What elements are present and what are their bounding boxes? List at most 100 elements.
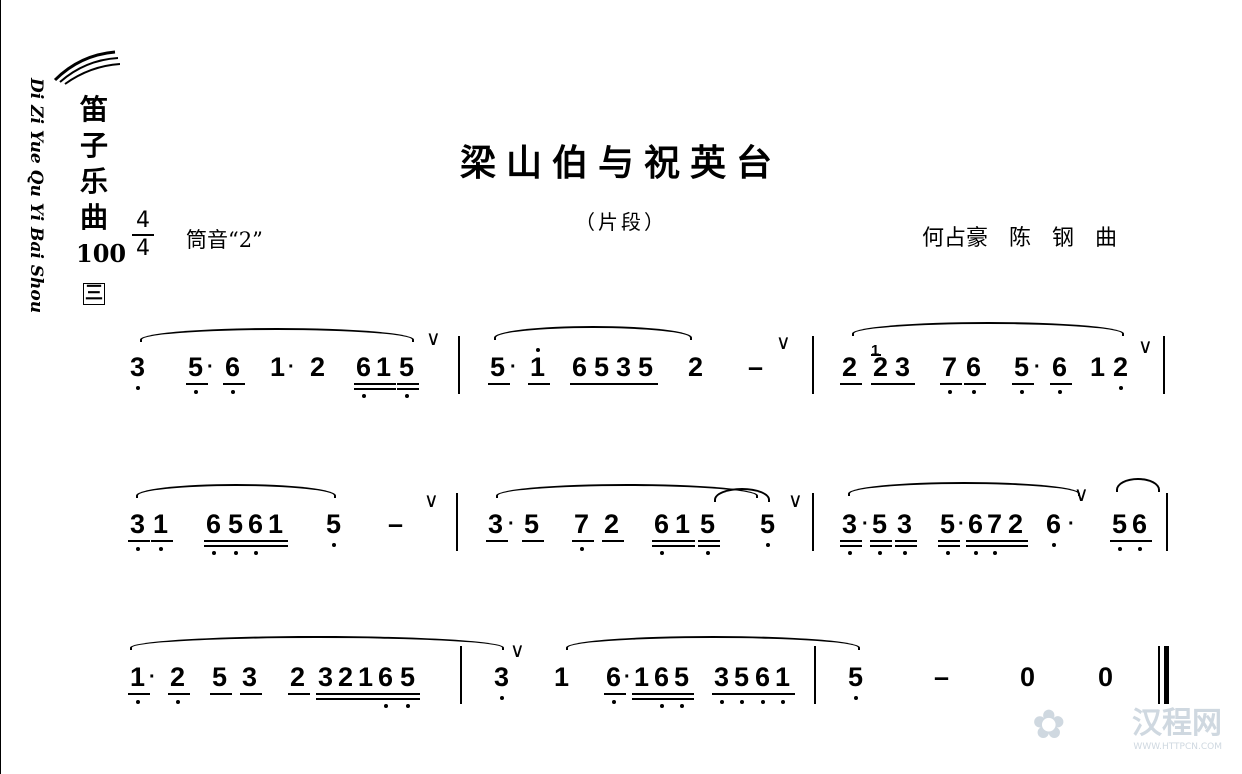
beam-underline — [1050, 383, 1072, 385]
note: 0 — [1020, 662, 1036, 692]
note: 6 — [968, 509, 984, 539]
note: 1 — [530, 352, 546, 382]
slur-arc — [136, 484, 336, 498]
slur-arc — [140, 328, 414, 342]
beam-underline — [354, 388, 376, 390]
beam-underline — [374, 388, 396, 390]
beam-underline — [266, 545, 288, 547]
low-octave-dot — [254, 551, 258, 555]
low-octave-dot — [1058, 390, 1062, 394]
low-octave-dot — [1052, 543, 1056, 547]
beam-underline — [316, 693, 338, 695]
slur-arc — [848, 482, 1080, 496]
note: 6 — [1132, 509, 1148, 539]
beam-underline — [673, 540, 695, 542]
beam-underline — [316, 698, 338, 700]
beam-underline — [266, 540, 288, 542]
bar-line — [1163, 336, 1165, 394]
beam-underline — [204, 540, 226, 542]
beam-underline — [602, 540, 624, 542]
beam-underline — [964, 383, 986, 385]
low-octave-dot — [993, 551, 997, 555]
low-octave-dot — [136, 700, 140, 704]
low-octave-dot — [761, 700, 765, 704]
low-octave-dot — [974, 551, 978, 555]
watermark: 汉程网 WWW.HTTPCN.COM — [1132, 706, 1222, 752]
low-octave-dot — [948, 390, 952, 394]
beam-underline — [204, 545, 226, 547]
song-subtitle: （片段） — [575, 210, 667, 234]
beam-underline — [1110, 540, 1132, 542]
note: 1 — [376, 352, 392, 382]
beam-underline — [652, 540, 674, 542]
low-octave-dot — [405, 394, 409, 398]
note: 2 — [873, 352, 889, 382]
note: 6 — [225, 352, 241, 382]
note: 3 — [895, 352, 911, 382]
dash-extension: – — [748, 352, 764, 382]
note: 1 — [270, 352, 286, 382]
low-octave-dot — [1138, 547, 1142, 551]
slur-arc — [714, 488, 770, 502]
beam-underline — [940, 383, 962, 385]
beam-underline — [186, 383, 208, 385]
beam-underline — [592, 383, 614, 385]
beam-underline — [840, 540, 862, 542]
bar-line — [814, 646, 816, 704]
note: 3 — [488, 509, 504, 539]
low-octave-dot — [136, 547, 140, 551]
note: 2 — [310, 352, 326, 382]
note: 2 — [842, 352, 858, 382]
note: 2 — [338, 662, 354, 692]
beam-underline — [732, 693, 754, 695]
note: 5 — [638, 352, 654, 382]
note: 6 — [1046, 509, 1062, 539]
beam-underline — [773, 693, 795, 695]
dash-extension: – — [934, 662, 950, 692]
beam-underline — [652, 545, 674, 547]
beam-underline — [614, 383, 636, 385]
bar-line — [1166, 493, 1168, 551]
beam-underline — [1006, 545, 1028, 547]
low-octave-dot — [660, 704, 664, 708]
low-octave-dot — [972, 390, 976, 394]
low-octave-dot — [406, 704, 410, 708]
final-bar-thick — [1164, 646, 1169, 704]
note: 6 — [606, 662, 622, 692]
breath-mark: ∨ — [426, 326, 441, 350]
bar-line — [460, 646, 462, 704]
low-octave-dot — [854, 696, 858, 700]
time-signature-bottom: 4 — [136, 236, 150, 261]
bar-line — [456, 493, 458, 551]
dash-extension: – — [388, 509, 404, 539]
beam-underline — [223, 383, 245, 385]
note: 5 — [674, 662, 690, 692]
beam-underline — [128, 540, 150, 542]
beam-underline — [486, 540, 508, 542]
note: 6 — [356, 352, 372, 382]
slur-arc — [566, 636, 860, 650]
note: 7 — [574, 509, 590, 539]
note: 2 — [170, 662, 186, 692]
note: 6 — [378, 662, 394, 692]
flute-tuning: 筒音“2” — [186, 228, 263, 252]
augmentation-dot: · — [1068, 513, 1075, 535]
low-octave-dot — [159, 547, 163, 551]
low-octave-dot — [660, 551, 664, 555]
low-octave-dot — [231, 390, 235, 394]
note: 3 — [318, 662, 334, 692]
beam-underline — [840, 545, 862, 547]
beam-underline — [354, 383, 376, 385]
note: 5 — [400, 662, 416, 692]
low-octave-dot — [612, 700, 616, 704]
beam-underline — [632, 693, 654, 695]
beam-underline — [168, 693, 190, 695]
note: 1 — [675, 509, 691, 539]
beam-underline — [226, 545, 248, 547]
beam-underline — [870, 545, 892, 547]
beam-underline — [985, 545, 1007, 547]
low-octave-dot — [136, 386, 140, 390]
augmentation-dot: · — [510, 356, 517, 378]
note: 2 — [1008, 509, 1024, 539]
